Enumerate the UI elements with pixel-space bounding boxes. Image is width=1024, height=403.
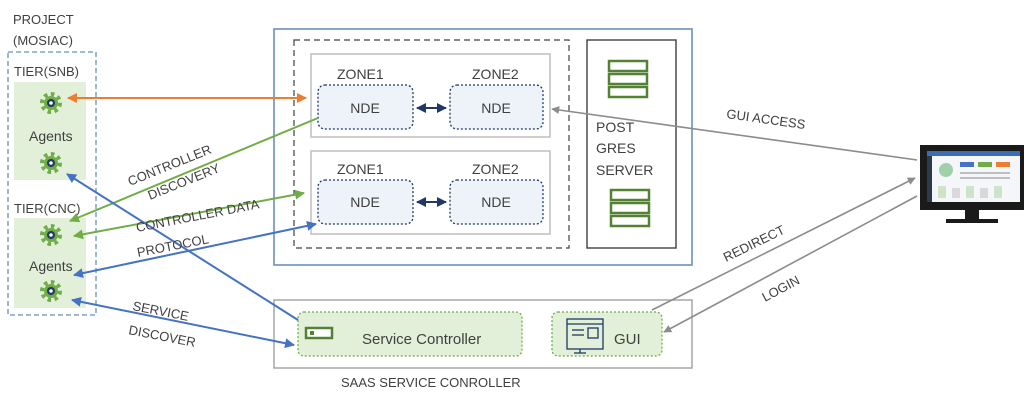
agent-gear-icon xyxy=(40,280,62,302)
project-title-2: (MOSIAC) xyxy=(13,33,73,48)
snb-to-service-controller-arrow xyxy=(66,173,299,321)
nde-label: NDE xyxy=(481,100,511,116)
agent-gear-icon xyxy=(40,152,62,174)
nde-node xyxy=(317,179,414,225)
service-discover-label-2: DISCOVER xyxy=(127,322,197,350)
zone-label: ZONE2 xyxy=(472,161,519,177)
zone-label: ZONE1 xyxy=(337,161,384,177)
nde-label: NDE xyxy=(350,100,380,116)
controller-data-protocol-arrow-blue xyxy=(73,220,317,279)
nde-node xyxy=(449,84,544,130)
service-controller-label: Service Controller xyxy=(362,331,481,348)
tier-snb-label: TIER(SNB) xyxy=(14,64,79,79)
zone-label: ZONE1 xyxy=(337,66,384,82)
nde-label: NDE xyxy=(350,194,380,210)
server-rack-icon xyxy=(304,326,334,340)
project-boundary xyxy=(7,51,97,316)
nde-label: NDE xyxy=(481,194,511,210)
saas-title: SAAS SERVICE CONROLLER xyxy=(341,375,521,390)
tier-cnc-agents: Agents xyxy=(29,258,73,274)
database-server-icon xyxy=(609,188,651,228)
agent-gear-icon xyxy=(40,224,62,246)
nde-cluster-boundary xyxy=(293,39,570,249)
monitor-icon xyxy=(920,145,1024,223)
gui-access-label: GUI ACCESS xyxy=(726,106,807,132)
project-title-1: PROJECT xyxy=(13,12,74,27)
zone-label: ZONE2 xyxy=(472,66,519,82)
postgres-label-3: SERVER xyxy=(596,162,653,178)
nde-node xyxy=(317,84,414,130)
postgres-label-2: GRES xyxy=(596,140,636,156)
gui-node xyxy=(551,311,663,357)
tier-snb-agents: Agents xyxy=(29,128,73,144)
gui-label: GUI xyxy=(614,331,641,348)
service-discover-arrow xyxy=(71,296,295,349)
postgres-label-1: POST xyxy=(596,119,635,135)
controller-data-label-1: CONTROLLER DATA xyxy=(135,196,261,235)
tier-cnc-label: TIER(CNC) xyxy=(14,201,80,216)
agent-gear-icon xyxy=(40,92,62,114)
gui-access-arrow xyxy=(551,106,918,161)
service-controller-node xyxy=(297,311,523,357)
redirect-arrow xyxy=(651,177,916,311)
login-arrow xyxy=(663,195,918,333)
nde-node xyxy=(449,179,544,225)
browser-window-icon xyxy=(566,318,604,354)
database-server-icon xyxy=(607,59,649,99)
controller-data-label-2: PROTOCOL xyxy=(136,231,210,260)
service-discover-label-1: SERVICE xyxy=(131,298,190,324)
